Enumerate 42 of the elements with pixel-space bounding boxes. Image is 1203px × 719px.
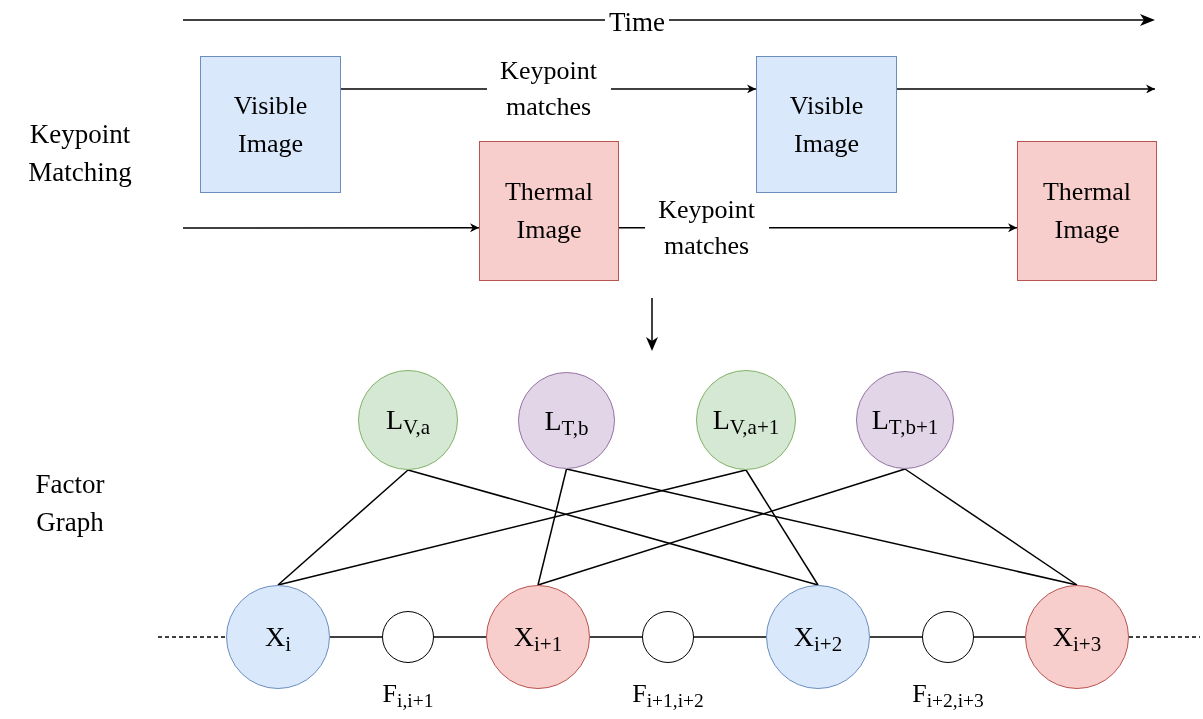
image-box bbox=[479, 141, 619, 281]
connector-line bbox=[904, 468, 1078, 586]
connector-line bbox=[537, 468, 568, 586]
node-label: Thermal Image bbox=[503, 176, 595, 246]
factor-node bbox=[922, 611, 974, 663]
factor-node bbox=[382, 611, 434, 663]
section-label: Keypoint Matching bbox=[27, 118, 133, 189]
connector-line bbox=[157, 636, 227, 638]
connector-line bbox=[745, 469, 819, 586]
section-label: Factor Graph bbox=[34, 468, 106, 539]
node-label: L$_{V,a}$ bbox=[385, 404, 431, 436]
connector-line bbox=[973, 636, 1026, 638]
node-label: L$_{V,a+1}$ bbox=[712, 404, 780, 436]
image-box bbox=[1017, 141, 1157, 281]
connector-line bbox=[565, 468, 1078, 586]
arrow bbox=[182, 223, 480, 233]
node-label: X$_{i+3}$ bbox=[1052, 621, 1102, 653]
arrow bbox=[896, 84, 1156, 94]
factor-label: F$_{i,i+1}$ bbox=[382, 679, 434, 709]
node-label: Visible Image bbox=[788, 89, 865, 160]
connector-line bbox=[433, 636, 487, 638]
factor-label: F$_{i+1,i+2}$ bbox=[632, 679, 704, 709]
connector-line bbox=[277, 469, 409, 586]
node-label: Thermal Image bbox=[1041, 176, 1133, 246]
connector-line bbox=[537, 468, 906, 586]
factor-label: F$_{i+2,i+3}$ bbox=[912, 679, 984, 709]
connector-line bbox=[407, 469, 819, 586]
connector-line bbox=[869, 636, 923, 638]
image-box bbox=[756, 56, 897, 193]
node-label: X$_{i+1}$ bbox=[513, 621, 563, 653]
connector-line bbox=[329, 636, 383, 638]
node-label: X$_{i}$ bbox=[264, 621, 292, 653]
factor-node bbox=[642, 611, 694, 663]
image-box bbox=[200, 56, 341, 193]
connector-line bbox=[693, 636, 767, 638]
node-label: L$_{T,b+1}$ bbox=[871, 404, 939, 436]
connector-line bbox=[589, 636, 643, 638]
node-label: L$_{T,b}$ bbox=[544, 404, 589, 437]
connector-line bbox=[277, 469, 747, 586]
connector-line bbox=[1128, 636, 1201, 638]
node-label: Visible Image bbox=[232, 89, 309, 160]
node-label: X$_{i+2}$ bbox=[793, 621, 843, 653]
